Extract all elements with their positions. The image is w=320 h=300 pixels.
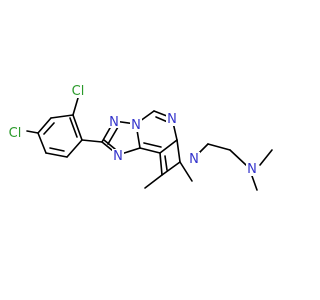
bond — [72, 114, 83, 141]
bond — [81, 139, 103, 143]
bond — [43, 122, 55, 135]
bond — [139, 147, 161, 154]
bond — [103, 139, 116, 150]
bond — [69, 117, 78, 138]
atom-labels: Cl Cl N N N N N N — [4, 83, 258, 177]
bond — [229, 149, 247, 166]
bond — [159, 152, 163, 176]
chlorine-label: Cl — [9, 126, 22, 141]
bond — [37, 117, 52, 134]
nitrogen-label: N — [189, 152, 199, 167]
bond — [159, 139, 178, 154]
bond — [49, 147, 65, 152]
bond — [144, 174, 163, 189]
chlorine-label: Cl — [72, 84, 85, 99]
bond — [107, 126, 119, 145]
bond — [37, 132, 47, 154]
bond — [143, 142, 162, 148]
nitrogen-label: N — [113, 149, 123, 164]
bond — [207, 143, 231, 151]
bond — [179, 161, 193, 182]
bond — [66, 139, 83, 158]
bond — [164, 155, 168, 171]
bond — [251, 175, 258, 191]
bond — [161, 161, 181, 176]
bond — [259, 149, 273, 166]
bond — [45, 152, 68, 158]
nitrogen-label: N — [167, 112, 177, 127]
nitrogen-label: N — [131, 118, 141, 133]
bond — [72, 97, 79, 116]
bond — [26, 130, 39, 134]
molecule-canvas: Cl Cl N N N N N N — [4, 83, 273, 191]
nitrogen-label: N — [247, 162, 257, 177]
bond — [176, 139, 181, 163]
nitrogen-label: N — [109, 115, 119, 130]
bond-lines — [26, 97, 273, 191]
bond — [50, 114, 74, 119]
